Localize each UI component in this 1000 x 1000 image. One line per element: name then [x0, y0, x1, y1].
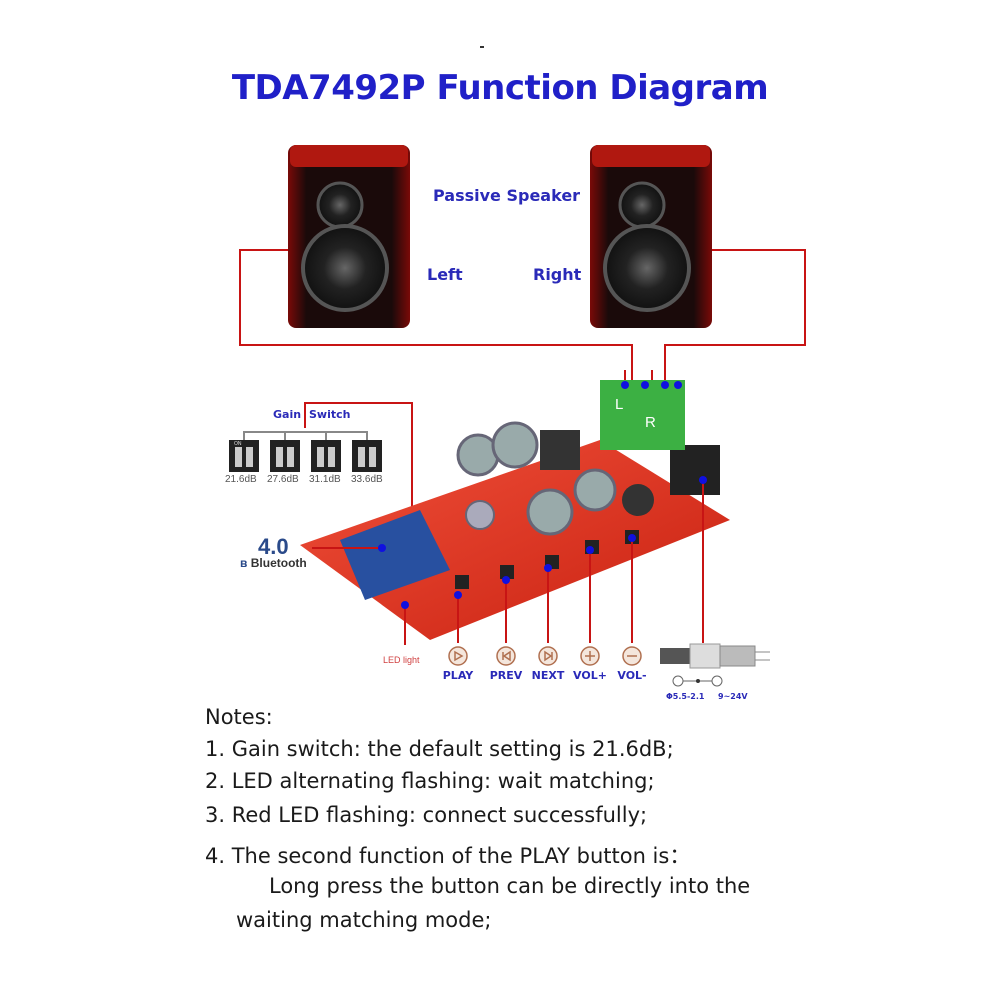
bluetooth-version: 4.0 [258, 534, 289, 559]
bluetooth-label: ʙ Bluetooth [240, 556, 307, 570]
dc-plug-icon [660, 643, 770, 687]
gain-option: 33.6dB [351, 474, 383, 485]
switch-label: Switch [309, 408, 351, 421]
dash-mark [480, 46, 484, 48]
left-speaker-label: Left [427, 265, 463, 284]
next-icon [538, 646, 558, 666]
led-light-label: LED light [383, 655, 420, 665]
prev-button-label: PREV [489, 669, 523, 682]
play-button-label: PLAY [442, 669, 474, 682]
page-title: TDA7492P Function Diagram [231, 68, 769, 108]
note-continuation: waiting matching mode; [236, 908, 492, 932]
terminal-left-label: L [615, 396, 624, 413]
bluetooth-icon: ʙ [240, 556, 248, 570]
gain-option: 21.6dB [225, 474, 257, 485]
notes-heading: Notes: [205, 705, 273, 729]
gain-option: 31.1dB [309, 474, 341, 485]
note-item: 1. Gain switch: the default setting is 2… [205, 737, 674, 761]
pointer-lines [312, 480, 704, 645]
gain-label: Gain [273, 408, 302, 421]
vol-down-button-label: VOL- [617, 669, 647, 682]
play-icon [448, 646, 468, 666]
terminal-right-label: R [645, 414, 656, 431]
amplifier-board [300, 380, 730, 640]
prev-icon [496, 646, 516, 666]
right-speaker [590, 145, 712, 328]
gain-switch-diagram [229, 431, 382, 472]
gain-option: 27.6dB [267, 474, 299, 485]
power-spec: Φ5.5-2.1 [666, 692, 705, 701]
note-item: 4. The second function of the PLAY butto… [205, 844, 691, 868]
next-button-label: NEXT [531, 669, 565, 682]
note-item: 2. LED alternating flashing: wait matchi… [205, 769, 655, 793]
vol-up-button-label: VOL+ [573, 669, 607, 682]
speaker-terminal-block [600, 380, 685, 450]
left-speaker [288, 145, 410, 328]
note-item: 3. Red LED flashing: connect successfull… [205, 803, 648, 827]
right-speaker-label: Right [533, 265, 582, 284]
power-voltage: 9~24V [718, 692, 748, 701]
note-continuation: Long press the button can be directly in… [269, 874, 751, 898]
passive-speaker-label: Passive Speaker [433, 186, 581, 205]
